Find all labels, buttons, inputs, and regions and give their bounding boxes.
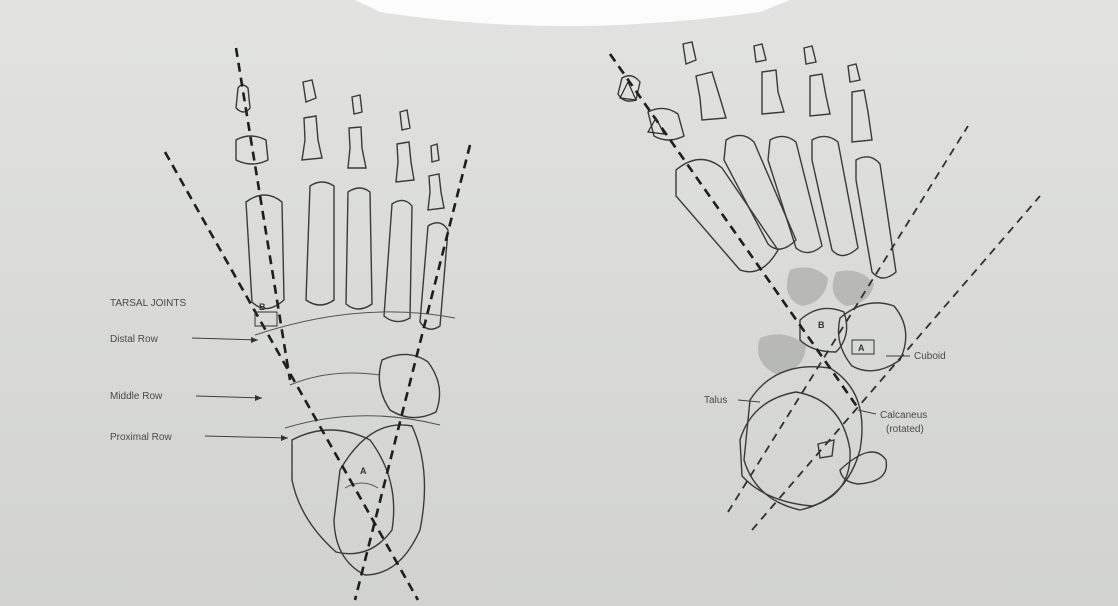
right-phalanx-5-proximal — [852, 90, 872, 142]
left-axis-medial — [165, 152, 418, 600]
right-phalanx-3-distal — [754, 44, 766, 62]
calcaneus-label: Calcaneus — [880, 410, 927, 421]
right-axis-calcaneal — [728, 126, 968, 512]
distal-row-label: Distal Row — [110, 334, 159, 345]
right-axis-first-ray — [610, 54, 858, 408]
right-calcaneus-bone — [740, 392, 850, 506]
right-phalanx-4-distal — [804, 46, 816, 64]
right-angle-b-label: B — [818, 320, 825, 330]
right-axis-arrow-top — [620, 82, 636, 100]
right-metatarsal-1 — [676, 159, 778, 271]
left-middle-row-arc — [290, 373, 380, 385]
proximal-row-arrow — [281, 435, 288, 441]
distal-row-arrow — [251, 337, 258, 343]
right-metatarsal-4 — [812, 136, 858, 255]
left-angle-b-label: B — [259, 302, 266, 312]
right-sustentaculum — [818, 440, 834, 458]
left-metatarsal-1 — [246, 195, 284, 309]
left-angle-b-box — [255, 312, 277, 326]
left-foot-figure: TARSAL JOINTS Distal Row Middle Row Prox… — [110, 48, 470, 600]
right-angle-a-label: A — [858, 343, 865, 353]
left-metatarsal-4 — [384, 200, 412, 321]
left-angle-a-arc — [345, 483, 378, 488]
proximal-row-label: Proximal Row — [110, 432, 172, 443]
left-phalanx-3-distal — [352, 95, 362, 114]
left-phalanx-4-proximal — [396, 142, 414, 182]
middle-row-arrow — [255, 395, 262, 401]
right-phalanx-2-proximal — [696, 72, 726, 120]
calcaneus-note-label: (rotated) — [886, 424, 924, 435]
right-foot-figure: Cuboid Talus Calcaneus (rotated) B A — [610, 42, 1040, 530]
right-shadow-mid — [833, 271, 874, 307]
right-cuboid-bone — [839, 303, 906, 371]
left-phalanx-5-distal — [431, 144, 439, 162]
middle-row-leader — [196, 396, 262, 398]
right-shadow-upper — [787, 267, 828, 306]
left-talus-bone — [292, 430, 394, 554]
right-phalanx-4-proximal — [810, 74, 830, 116]
tarsal-joints-heading: TARSAL JOINTS — [110, 298, 186, 309]
talus-leader — [738, 400, 760, 402]
left-angle-a-label: A — [360, 466, 367, 476]
left-phalanx-3-proximal — [348, 127, 366, 168]
right-phalanx-2-distal — [683, 42, 696, 64]
right-phalanx-5-distal — [848, 64, 860, 82]
proximal-row-leader — [205, 436, 288, 438]
left-phalanx-5-proximal — [428, 174, 444, 210]
left-phalanx-4-distal — [400, 110, 410, 130]
right-metatarsal-5 — [856, 157, 896, 278]
left-metatarsal-2 — [306, 182, 334, 305]
left-metatarsal-3 — [346, 188, 372, 309]
right-navicular-bone — [800, 308, 847, 352]
left-phalanx-2-distal — [303, 80, 316, 102]
distal-row-leader — [192, 338, 258, 340]
right-phalanx-3-proximal — [762, 70, 784, 114]
middle-row-label: Middle Row — [110, 391, 163, 402]
cuboid-label: Cuboid — [914, 351, 946, 362]
left-phalanx-2-proximal — [302, 116, 322, 160]
talus-label: Talus — [704, 395, 727, 406]
page-tab — [355, 0, 790, 26]
